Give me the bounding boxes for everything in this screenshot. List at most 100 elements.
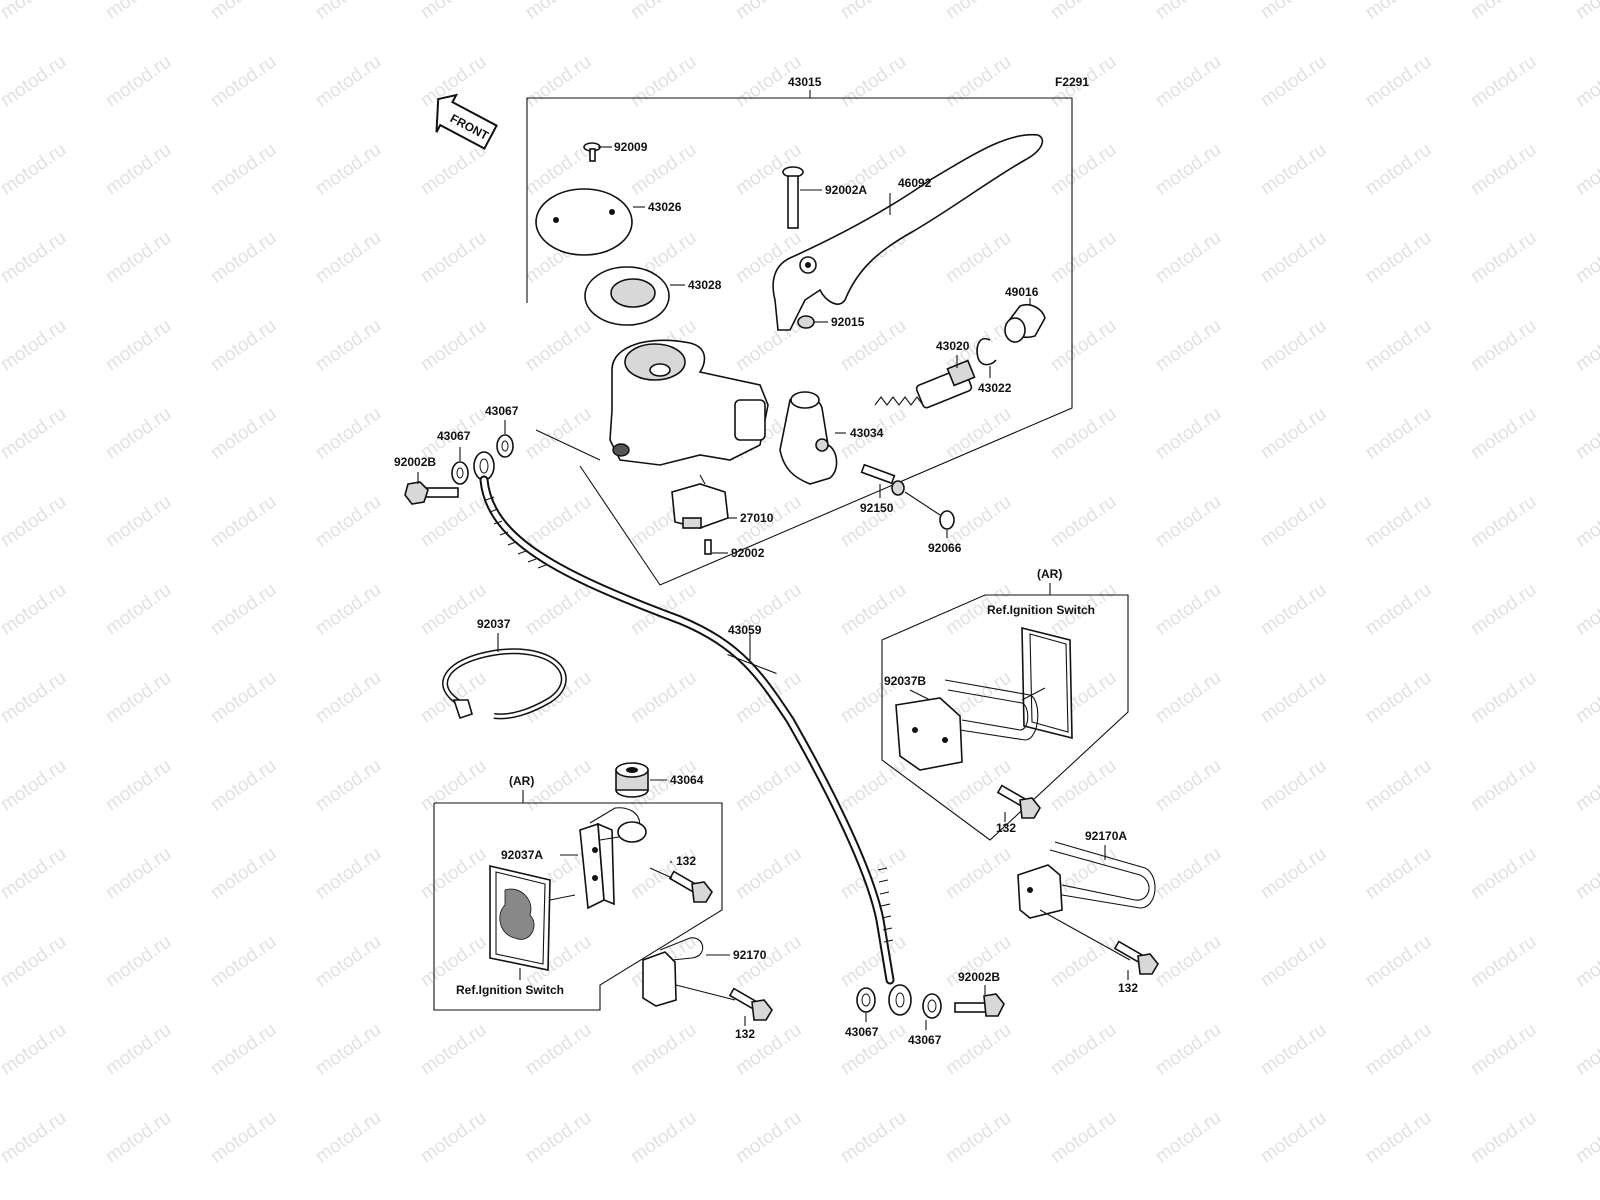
watermark-text: motod.ru xyxy=(312,755,385,815)
watermark-text: motod.ru xyxy=(942,51,1015,111)
screw-92009: 92009 xyxy=(583,140,648,162)
watermark-text: motod.ru xyxy=(837,0,910,23)
watermark-text: motod.ru xyxy=(1362,1019,1435,1079)
watermark-text: motod.ru xyxy=(207,227,280,287)
watermark-text: motod.ru xyxy=(207,51,280,111)
watermark-text: motod.ru xyxy=(522,0,595,23)
watermark-text: motod.ru xyxy=(1257,1019,1330,1079)
watermark-text: motod.ru xyxy=(522,667,595,727)
watermark-text: motod.ru xyxy=(207,667,280,727)
watermark-text: motod.ru xyxy=(1467,403,1540,463)
watermark-text: motod.ru xyxy=(102,315,175,375)
watermark-text: motod.ru xyxy=(1572,139,1600,199)
watermark-text: motod.ru xyxy=(1362,403,1435,463)
watermark-text: motod.ru xyxy=(1047,139,1120,199)
watermark-text: motod.ru xyxy=(627,1019,700,1079)
label-92009: 92009 xyxy=(614,140,648,154)
watermark-text: motod.ru xyxy=(207,491,280,551)
watermark-text: motod.ru xyxy=(207,139,280,199)
watermark-text: motod.ru xyxy=(0,227,70,287)
label-92037B: 92037B xyxy=(884,674,926,688)
watermark-text: motod.ru xyxy=(1257,0,1330,23)
watermark-text: motod.ru xyxy=(1467,227,1540,287)
watermark-text: motod.ru xyxy=(102,1107,175,1167)
label-49016: 49016 xyxy=(1005,285,1039,299)
watermark-text: motod.ru xyxy=(0,1107,70,1167)
watermark-text: motod.ru xyxy=(1467,931,1540,991)
watermark-text: motod.ru xyxy=(1572,931,1600,991)
watermark-text: motod.ru xyxy=(1152,931,1225,991)
label-92150: 92150 xyxy=(860,501,894,515)
label-92002: 92002 xyxy=(731,546,765,560)
watermark-text: motod.ru xyxy=(102,1019,175,1079)
watermark-text: motod.ru xyxy=(102,403,175,463)
label-92015: 92015 xyxy=(831,315,865,329)
watermark-text: motod.ru xyxy=(837,51,910,111)
nut-92015: 92015 xyxy=(797,315,865,329)
watermark-text: motod.ru xyxy=(627,0,700,23)
watermark-text: motod.ru xyxy=(1047,403,1120,463)
screw-92002: 92002 xyxy=(704,539,765,560)
ignition-plate-right xyxy=(1021,626,1073,740)
bolt-132-far-right: 132 xyxy=(1113,940,1159,995)
watermark-text: motod.ru xyxy=(942,1195,1015,1200)
watermark-text: motod.ru xyxy=(1257,139,1330,199)
watermark-text: motod.ru xyxy=(1362,227,1435,287)
watermark-text: motod.ru xyxy=(1572,1107,1600,1167)
banjo-fitting-lower xyxy=(888,984,912,1016)
watermark-text: motod.ru xyxy=(1047,315,1120,375)
label-43022: 43022 xyxy=(978,381,1012,395)
watermark-text: motod.ru xyxy=(1257,1195,1330,1200)
watermark-text: motod.ru xyxy=(942,0,1015,23)
ignition-switch-left xyxy=(489,864,576,980)
boot-49016: 49016 xyxy=(1004,285,1046,343)
watermark-text: motod.ru xyxy=(1467,1107,1540,1167)
label-43020: 43020 xyxy=(936,339,970,353)
watermark-text: motod.ru xyxy=(732,1107,805,1167)
watermark-text: motod.ru xyxy=(1152,1195,1225,1200)
watermark-text: motod.ru xyxy=(102,51,175,111)
watermark-text: motod.ru xyxy=(207,579,280,639)
watermark-text: motod.ru xyxy=(1152,1107,1225,1167)
watermark-text: motod.ru xyxy=(417,0,490,23)
watermark-text: motod.ru xyxy=(1152,227,1225,287)
watermark-text: motod.ru xyxy=(1047,1019,1120,1079)
watermark-text: motod.ru xyxy=(522,1195,595,1200)
ar-right-outline: (AR) Ref.Ignition Switch xyxy=(881,567,1129,841)
watermark-text: motod.ru xyxy=(417,315,490,375)
watermark-text: motod.ru xyxy=(1257,491,1330,551)
watermark-text: motod.ru xyxy=(1257,227,1330,287)
watermark-text: motod.ru xyxy=(102,491,175,551)
watermark-text: motod.ru xyxy=(0,931,70,991)
label-92037: 92037 xyxy=(477,617,511,631)
watermark-text: motod.ru xyxy=(522,315,595,375)
watermark-text: motod.ru xyxy=(102,1195,175,1200)
watermark-text: motod.ru xyxy=(207,755,280,815)
watermark-text: motod.ru xyxy=(1257,667,1330,727)
label-43015: 43015 xyxy=(788,75,822,89)
watermark-text: motod.ru xyxy=(102,755,175,815)
watermark-text: motod.ru xyxy=(1362,579,1435,639)
washer-43067-bottom-left: 43067 xyxy=(845,987,879,1039)
washer-43067-upper: 43067 xyxy=(485,404,519,458)
watermark-text: motod.ru xyxy=(0,1195,70,1200)
watermark-text: motod.ru xyxy=(417,139,490,199)
watermark-text: motod.ru xyxy=(1152,403,1225,463)
label-27010: 27010 xyxy=(740,511,774,525)
label-92002B-upper: 92002B xyxy=(394,455,436,469)
watermark-text: motod.ru xyxy=(1467,1019,1540,1079)
watermark-text: motod.ru xyxy=(1572,403,1600,463)
label-132-left: 132 xyxy=(676,854,696,868)
watermark-text: motod.ru xyxy=(0,51,70,111)
clamp-43034: 43034 xyxy=(779,391,884,485)
watermark-text: motod.ru xyxy=(0,0,70,23)
watermark-text: motod.ru xyxy=(207,1019,280,1079)
brake-lever-46092: 46092 xyxy=(772,133,1044,331)
watermark-text: motod.ru xyxy=(1467,1195,1540,1200)
bolt-132-left: 132 xyxy=(649,854,713,903)
watermark-text: motod.ru xyxy=(102,0,175,23)
watermark-text: motod.ru xyxy=(1152,491,1225,551)
watermark-text: motod.ru xyxy=(0,403,70,463)
bracket-92037A: 92037A xyxy=(501,807,647,910)
watermark-text: motod.ru xyxy=(102,667,175,727)
